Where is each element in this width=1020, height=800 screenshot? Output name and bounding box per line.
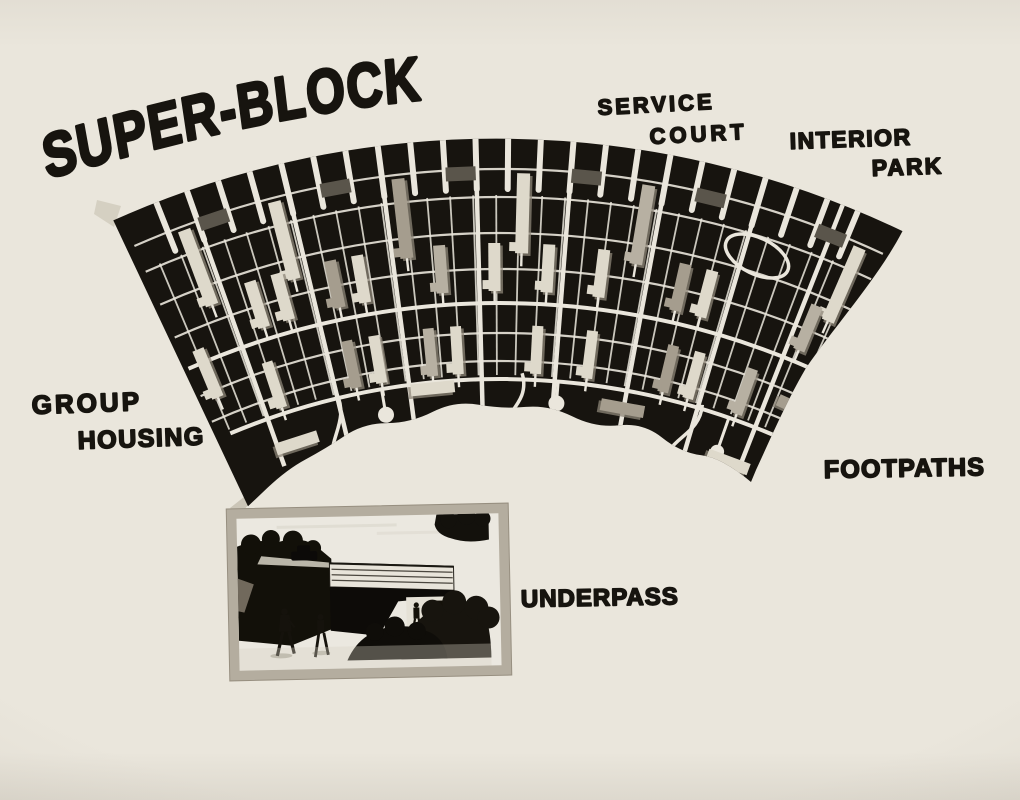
underpass-scene — [236, 513, 500, 671]
upper-road — [257, 556, 332, 568]
building-block — [446, 326, 467, 388]
bridge-deck — [328, 562, 455, 591]
label-service-court: COURT — [649, 119, 748, 149]
building-block — [244, 279, 274, 341]
walking-figure — [275, 608, 296, 657]
label-group-housing: HOUSING — [77, 423, 205, 455]
building-block — [586, 248, 613, 311]
building-block — [677, 350, 708, 412]
building-block — [524, 325, 546, 387]
label-underpass: UNDERPASS — [521, 583, 679, 613]
building-block — [596, 398, 646, 420]
building-block — [663, 262, 694, 324]
footpath-network — [133, 138, 884, 475]
building-block — [324, 259, 349, 321]
plan-ground — [113, 138, 903, 507]
building-block — [445, 166, 476, 182]
building-block — [726, 367, 760, 427]
building-block — [509, 173, 533, 267]
label-interior-park: PARK — [871, 153, 943, 181]
building-block — [623, 184, 658, 278]
right-top-shrubs — [434, 513, 491, 542]
building-block — [429, 244, 452, 307]
plan-labels: SERVICE COURT INTERIOR PARK GROUP HOUSIN… — [30, 88, 986, 614]
building-block — [272, 430, 320, 459]
figure-shadow — [270, 653, 293, 659]
underpass-illustration — [225, 502, 513, 682]
sky-streak — [276, 523, 397, 529]
label-interior-park: INTERIOR — [789, 124, 912, 154]
housing-blocks — [178, 166, 867, 477]
building-block — [570, 168, 603, 186]
car-silhouette — [291, 545, 318, 561]
label-footpaths: FOOTPATHS — [824, 453, 986, 484]
building-block — [319, 178, 352, 198]
label-group-housing: GROUP — [31, 386, 142, 420]
building-block — [368, 334, 391, 397]
building-block — [197, 208, 231, 231]
label-service-court: SERVICE — [597, 89, 715, 120]
building-block — [689, 269, 721, 330]
building-block — [482, 242, 504, 305]
ground-shade — [239, 643, 492, 671]
rock — [236, 574, 254, 613]
foreground-mound — [347, 616, 448, 661]
building-block — [261, 360, 291, 421]
building-block — [391, 178, 417, 272]
building-block — [702, 448, 751, 477]
building-block — [407, 380, 456, 400]
walking-figure — [313, 614, 330, 658]
building-block — [270, 272, 299, 333]
building-block — [351, 254, 375, 316]
superblock-plan-map — [113, 138, 903, 507]
building-block — [694, 187, 727, 209]
plan-detail — [133, 138, 884, 477]
building-block — [341, 339, 365, 401]
building-block — [534, 244, 558, 306]
building-block — [651, 344, 681, 406]
building-block — [178, 227, 222, 318]
building-block — [814, 223, 848, 248]
building-block — [817, 245, 867, 334]
building-block — [788, 303, 824, 363]
building-block — [575, 330, 601, 392]
building-block — [192, 347, 227, 410]
